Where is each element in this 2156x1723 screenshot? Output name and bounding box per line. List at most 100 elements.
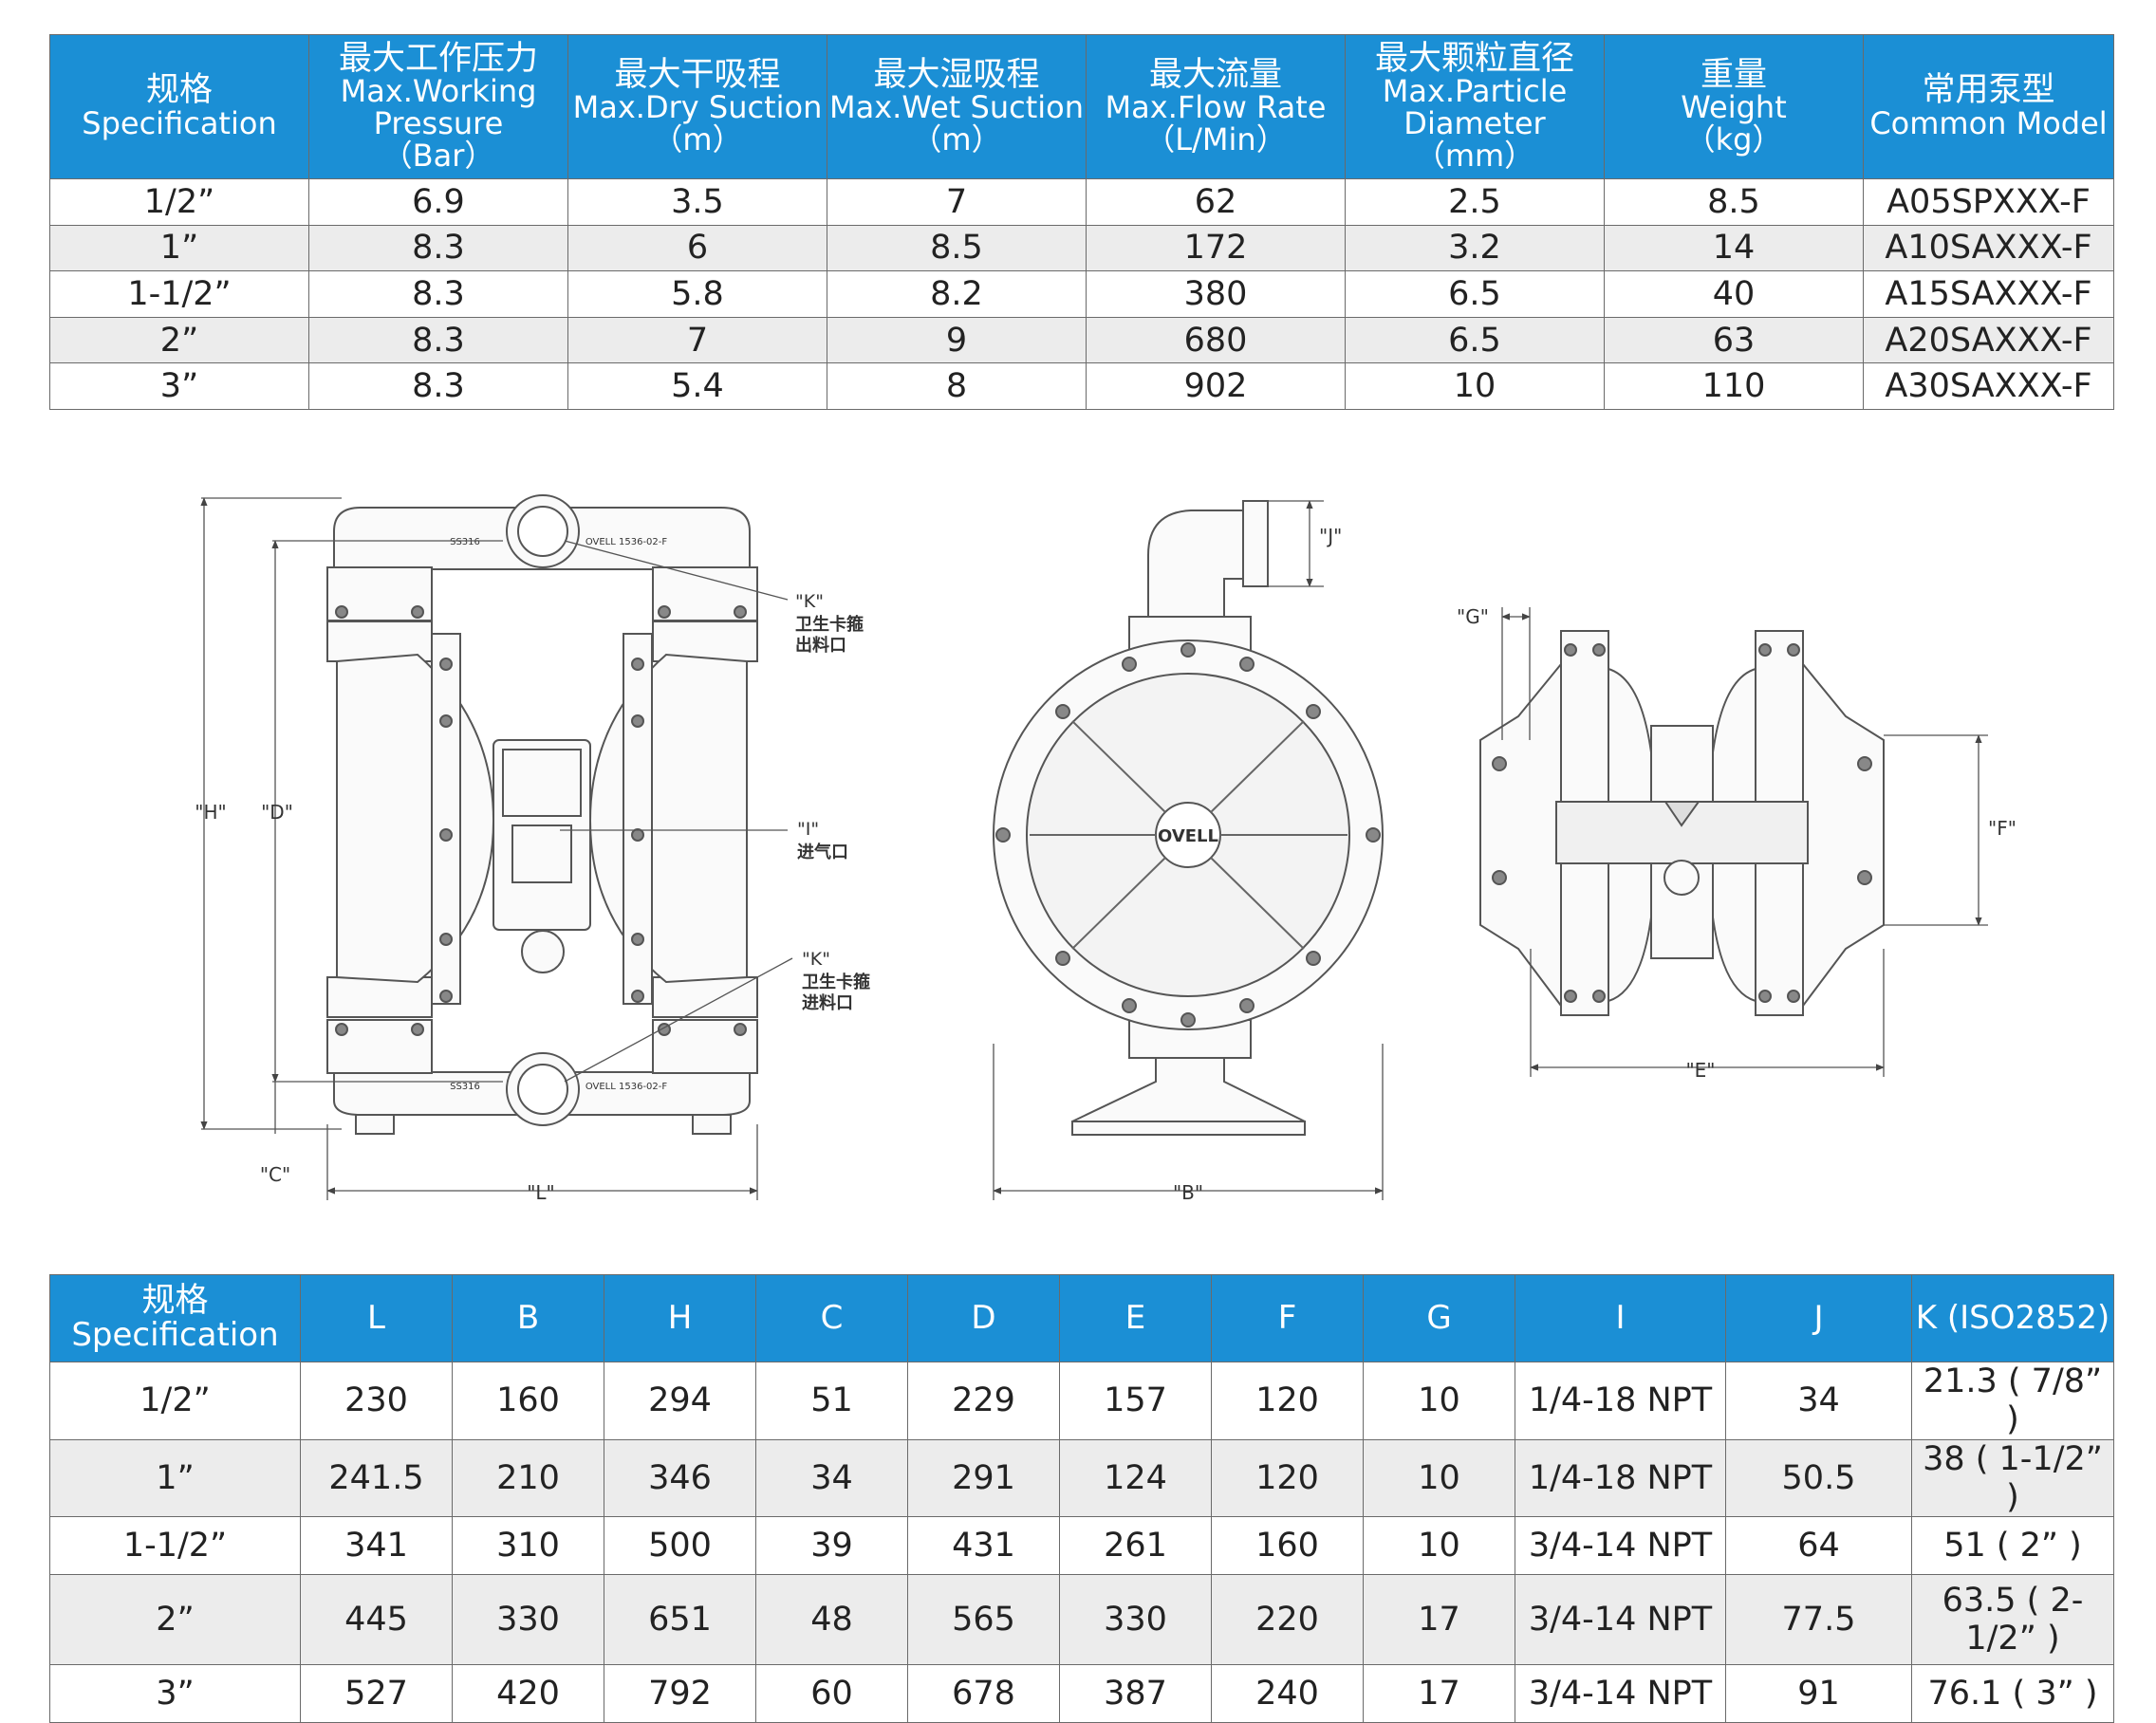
casting-mark: OVELL 1536-02-F [585,537,668,547]
table-cell: 1/4-18 NPT [1515,1438,1726,1517]
header-zh: 规格 [141,1282,209,1321]
table-cell: 62 [1086,178,1346,226]
side-logo: OVELL [1158,826,1218,846]
table-cell: 1/4-18 NPT [1515,1362,1726,1440]
header-en: Max.Dry Suction [572,89,823,126]
table-cell: 120 [1211,1438,1364,1517]
callout-air-inlet: "I" 进气口 [797,819,848,862]
table-cell: 2” [49,1574,301,1665]
table-cell: 64 [1725,1516,1912,1575]
front-dimension-lines [200,497,793,1200]
dim-header-cell: E [1059,1274,1212,1362]
dim-label-f: "F" [1988,817,2017,840]
header-en: Max.Flow Rate [1105,89,1327,126]
table-cell: 124 [1059,1438,1212,1517]
table-cell: 1/2” [49,1362,301,1440]
spec-header-cell: 最大工作压力 Max.Working Pressure （Bar） [308,34,568,179]
table-cell: 17 [1363,1664,1515,1723]
table-cell: 34 [755,1438,908,1517]
header-en: Weight [1681,89,1787,126]
table-cell: 172 [1086,224,1346,272]
table-cell: 8.5 [827,224,1087,272]
callout-text: 进气口 [797,842,848,862]
table-cell: 240 [1211,1664,1364,1723]
dim-header-cell: 规格 Specification [49,1274,301,1362]
table-cell: 8.2 [827,270,1087,318]
table-cell: 5.8 [567,270,827,318]
dim-header-cell: D [907,1274,1060,1362]
header-en: Max.Wet Suction [829,89,1084,126]
header-zh: 规格 [145,71,213,110]
callout-outlet: "K" 卫生卡箍 出料口 [795,591,864,656]
dim-header-cell: I [1515,1274,1726,1362]
dim-label-b: "B" [1173,1181,1203,1204]
table-cell: 346 [604,1438,756,1517]
callout-code: "K" [802,949,830,970]
spec-header-cell: 最大颗粒直径 Max.Particle Diameter （mm） [1345,34,1605,179]
table-cell: 17 [1363,1574,1515,1665]
table-cell: 3” [49,1664,301,1723]
spec-header-cell: 常用泵型 Common Model [1863,34,2114,179]
header-zh: 最大工作压力 [338,39,538,78]
table-cell: 1” [49,224,309,272]
spec-header-row: 规格 Specification 最大工作压力 Max.Working Pres… [49,34,2114,179]
table-cell: 6.5 [1345,316,1605,364]
spec-header-cell: 重量 Weight （kg） [1604,34,1864,179]
table-cell: 10 [1363,1438,1515,1517]
table-cell: 6.9 [308,178,568,226]
table-cell: A05SPXXX-F [1863,178,2114,226]
table-cell: 76.1 ( 3” ) [1911,1664,2114,1723]
table-cell: 431 [907,1516,1060,1575]
table-cell: 7 [567,316,827,364]
dim-label-e: "E" [1685,1059,1715,1082]
callout-inlet: "K" 卫生卡箍 进料口 [802,949,870,1013]
table-cell: 14 [1604,224,1864,272]
table-cell: 527 [300,1664,453,1723]
spec-header-cell: 最大湿吸程 Max.Wet Suction （m） [827,34,1087,179]
table-cell: 157 [1059,1362,1212,1440]
dim-label-c: "C" [260,1163,290,1186]
table-cell: 678 [907,1664,1060,1723]
side-view-drawing [993,500,1384,1136]
table-cell: 680 [1086,316,1346,364]
table-cell: 230 [300,1362,453,1440]
table-cell: 261 [1059,1516,1212,1575]
table-cell: 51 ( 2” ) [1911,1516,2114,1575]
dim-label-l: "L" [527,1181,555,1204]
table-cell: 7 [827,178,1087,226]
callout-text: 卫生卡箍 [802,972,870,992]
dim-header-cell: K (ISO2852) [1911,1274,2114,1362]
table-cell: 3/4-14 NPT [1515,1664,1726,1723]
table-cell: 10 [1363,1362,1515,1440]
callout-code: "K" [795,591,824,612]
table-cell: 8.3 [308,224,568,272]
header-en: Common Model [1869,105,2108,142]
table-cell: A30SAXXX-F [1863,362,2114,410]
table-cell: 34 [1725,1362,1912,1440]
table-cell: 1” [49,1438,301,1517]
callout-code: "I" [797,819,819,840]
table-cell: 160 [452,1362,604,1440]
dim-label-g: "G" [1457,605,1489,628]
table-cell: 9 [827,316,1087,364]
side-dimension-lines [993,500,1384,1200]
table-cell: 63.5 ( 2-1/2” ) [1911,1574,2114,1665]
spec-header-cell: 最大流量 Max.Flow Rate （L/Min） [1086,34,1346,179]
dim-header-cell: J [1725,1274,1912,1362]
dimension-table: 规格 Specification L B H C D E F G I J K (… [49,1274,2114,1723]
header-unit: （L/Min） [1144,120,1287,157]
callout-text: 出料口 [795,635,846,656]
table-cell: 651 [604,1574,756,1665]
dim-label-j: "J" [1319,525,1342,547]
casting-mark: OVELL 1536-02-F [585,1082,668,1092]
table-cell: 8.3 [308,316,568,364]
dim-header-cell: H [604,1274,756,1362]
table-cell: 8.3 [308,362,568,410]
table-cell: 792 [604,1664,756,1723]
table-cell: 3” [49,362,309,410]
